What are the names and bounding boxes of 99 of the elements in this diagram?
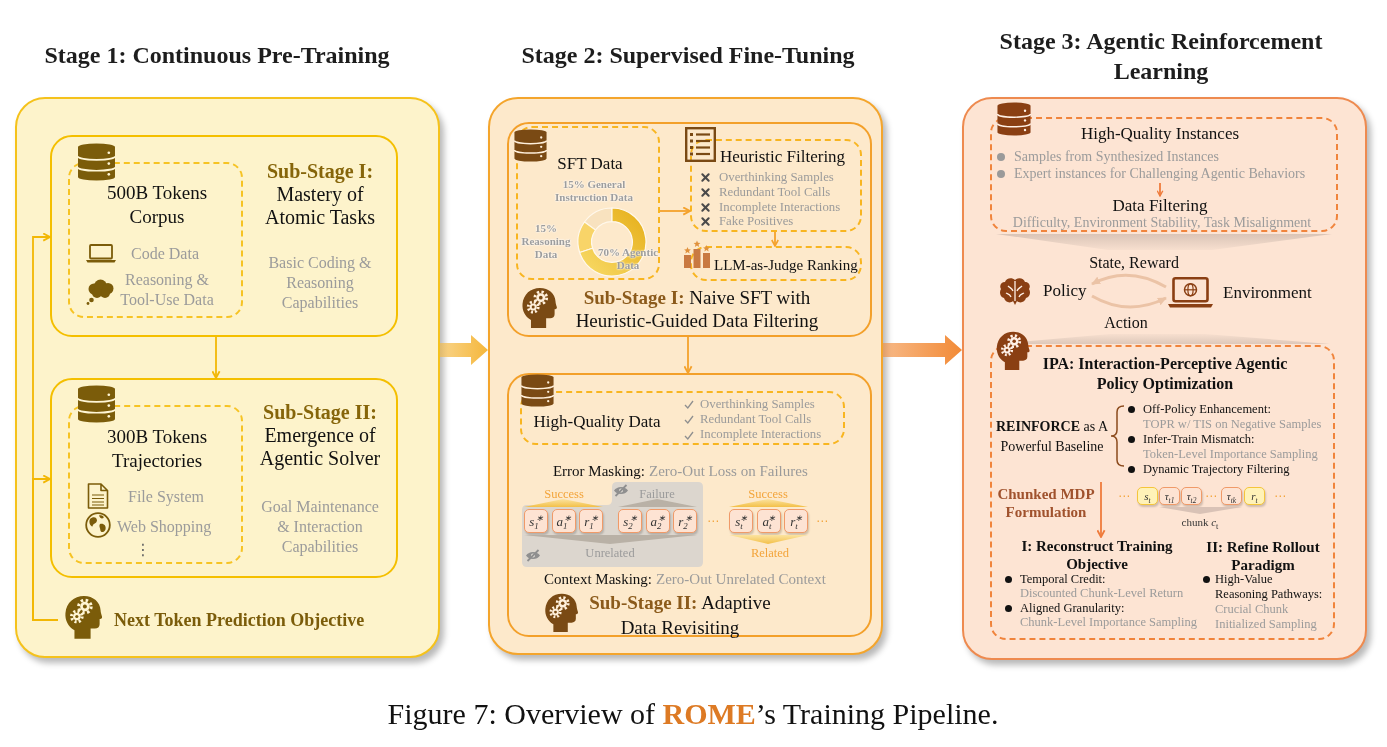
list-item: Temporal Credit: — [1020, 572, 1107, 587]
data-label: File System — [128, 487, 205, 507]
ellipsis: ⋯ — [1273, 489, 1287, 503]
masking-label: Context Masking: — [543, 570, 652, 588]
segment-label: Success — [543, 487, 585, 501]
token-box — [1221, 487, 1242, 505]
list-item: Redundant Tool Calls — [700, 412, 813, 427]
list-item: Overthinking Samples — [719, 170, 835, 185]
arrow — [1091, 294, 1167, 309]
stage-title: Stage 1: Continuous Pre-Training — [43, 41, 391, 70]
list-item: Expert instances for Challenging Agentic Behaviors — [1014, 166, 1307, 182]
vertical-ellipsis: ⋮ — [134, 541, 152, 559]
list-item: Overthinking Samples — [700, 397, 816, 412]
edge-label: Chunked MDP Formulation — [996, 485, 1096, 521]
list-description: Discounted Chunk-Level Return — [1020, 586, 1185, 601]
baseline-label: REINFORCE as A Powerful Baseline — [995, 418, 1109, 456]
arrow — [1096, 481, 1106, 538]
masking-description: Zero-Out Loss on Failures — [649, 462, 809, 480]
description: Basic Coding & Reasoning Capabilities — [267, 253, 373, 313]
dashed-group-box — [516, 126, 660, 280]
segment-label: Success — [747, 487, 789, 501]
block-arrow — [883, 335, 962, 365]
data-label: Code Data — [131, 244, 200, 264]
ellipsis: ⋯ — [1117, 489, 1131, 503]
token-label: r$_{t}$ — [1250, 489, 1259, 503]
column-heading: II: Refine Rollout Paradigm — [1205, 538, 1321, 574]
segment-label: Unrelated — [584, 546, 636, 560]
masking-label: Error Masking: — [551, 462, 645, 480]
arrow — [1091, 273, 1167, 289]
data-heading: 500B Tokens Corpus — [106, 181, 208, 229]
slice-label: 15% Reasoning Data — [521, 222, 571, 261]
token-box — [729, 509, 753, 533]
environment-label: Environment — [1223, 282, 1313, 304]
sub-stage-heading: Sub-Stage II: Emergence of Agentic Solver — [258, 401, 382, 470]
ellipsis: ⋯ — [1204, 489, 1218, 503]
list-item: Dynamic Trajectory Filtering — [1143, 462, 1291, 477]
data-label: Reasoning & Tool-Use Data — [119, 270, 215, 310]
description: Goal Maintenance & Interaction Capabilities — [260, 497, 380, 557]
list-description: Crucial Chunk Initialized Sampling — [1215, 602, 1318, 632]
list-item: Incomplete Interactions — [700, 427, 823, 442]
list-description: Token-Level Importance Sampling — [1143, 447, 1319, 462]
ipa-heading: IPA: Interaction-Perceptive Agentic Policy Optimization — [1042, 354, 1288, 394]
edge-label: Action — [1103, 313, 1149, 333]
stage-title: Stage 2: Supervised Fine-Tuning — [520, 41, 856, 70]
list-item: High-Value Reasoning Pathways: — [1215, 572, 1324, 602]
data-heading: 300B Tokens Trajectories — [106, 425, 208, 473]
edge-label: State, Reward — [1088, 253, 1180, 273]
token-box — [1159, 487, 1180, 505]
list-item: Off-Policy Enhancement: — [1143, 402, 1272, 417]
filter-heading: Data Filtering — [1112, 195, 1208, 217]
token-box — [1181, 487, 1202, 505]
sub-stage-heading: Sub-Stage II: Adaptive Data Revisiting — [588, 591, 772, 640]
arrow — [683, 336, 693, 374]
token-box — [1137, 487, 1158, 505]
ellipsis: ⋯ — [815, 514, 829, 528]
list-description: TOPR w/ TIS on Negative Samples — [1143, 417, 1323, 432]
list-item: Samples from Synthesized Instances — [1014, 149, 1220, 165]
list-item: Redundant Tool Calls — [719, 185, 832, 200]
token-box — [757, 509, 781, 533]
arrow — [1156, 182, 1164, 197]
list-item: Aligned Granularity: — [1020, 601, 1126, 616]
list-description: Chunk-Level Importance Sampling — [1020, 615, 1199, 630]
sub-stage-box — [507, 122, 872, 337]
ellipsis: ⋯ — [706, 514, 720, 528]
data-heading: High-Quality Data — [533, 411, 661, 433]
list-item: Fake Positives — [719, 214, 795, 229]
arrow — [32, 474, 59, 621]
sub-stage-heading: Sub-Stage I: Naive SFT with Heuristic-Guided Data Filtering — [575, 286, 819, 332]
sub-stage-heading: Sub-Stage I: Mastery of Atomic Tasks — [264, 160, 376, 229]
column-heading: I: Reconstruct Training Objective — [1020, 537, 1174, 573]
token-label: s$_{t}$ — [1143, 489, 1152, 503]
sub-stage-box — [50, 378, 398, 578]
stage-title: Stage 3: Agentic Reinforcement Learning — [999, 27, 1323, 86]
objective-label: Next Token Prediction Objective — [114, 609, 366, 631]
segment-label: Related — [750, 546, 790, 560]
token-label: τ$_{tk}$ — [1226, 489, 1237, 503]
filter-heading: Heuristic Filtering — [720, 146, 847, 168]
arrow — [659, 206, 691, 216]
agent-label: Policy — [1043, 280, 1088, 302]
list-item: Incomplete Interactions — [719, 200, 842, 215]
token-box — [1244, 487, 1265, 505]
slice-label: 15% General Instruction Data — [554, 178, 634, 204]
token-label: τ$_{t2}$ — [1186, 489, 1197, 503]
list-item: Infer-Train Mismatch: — [1143, 432, 1256, 447]
ranking-label: LLM-as-Judge Ranking — [714, 256, 859, 275]
segment-label: Failure — [638, 487, 676, 501]
data-label: Web Shopping — [117, 517, 213, 537]
chunk-label: chunk c$_{t}$ — [1181, 516, 1219, 534]
masking-description: Zero-Out Unrelated Context — [656, 570, 827, 588]
token-box — [784, 509, 808, 533]
sub-stage-box — [50, 135, 398, 337]
token-label: τ$_{t1}$ — [1164, 489, 1175, 503]
filter-criteria: Difficulty, Environment Stability, Task Misalignment — [1012, 215, 1312, 231]
figure-caption: Figure 7: Overview of ROME’s Training Pipeline. — [387, 697, 999, 731]
data-heading: High-Quality Instances — [1080, 123, 1240, 145]
arrow — [211, 336, 221, 379]
data-heading: SFT Data — [556, 153, 624, 175]
arrow — [771, 231, 779, 247]
block-arrow — [440, 335, 488, 365]
